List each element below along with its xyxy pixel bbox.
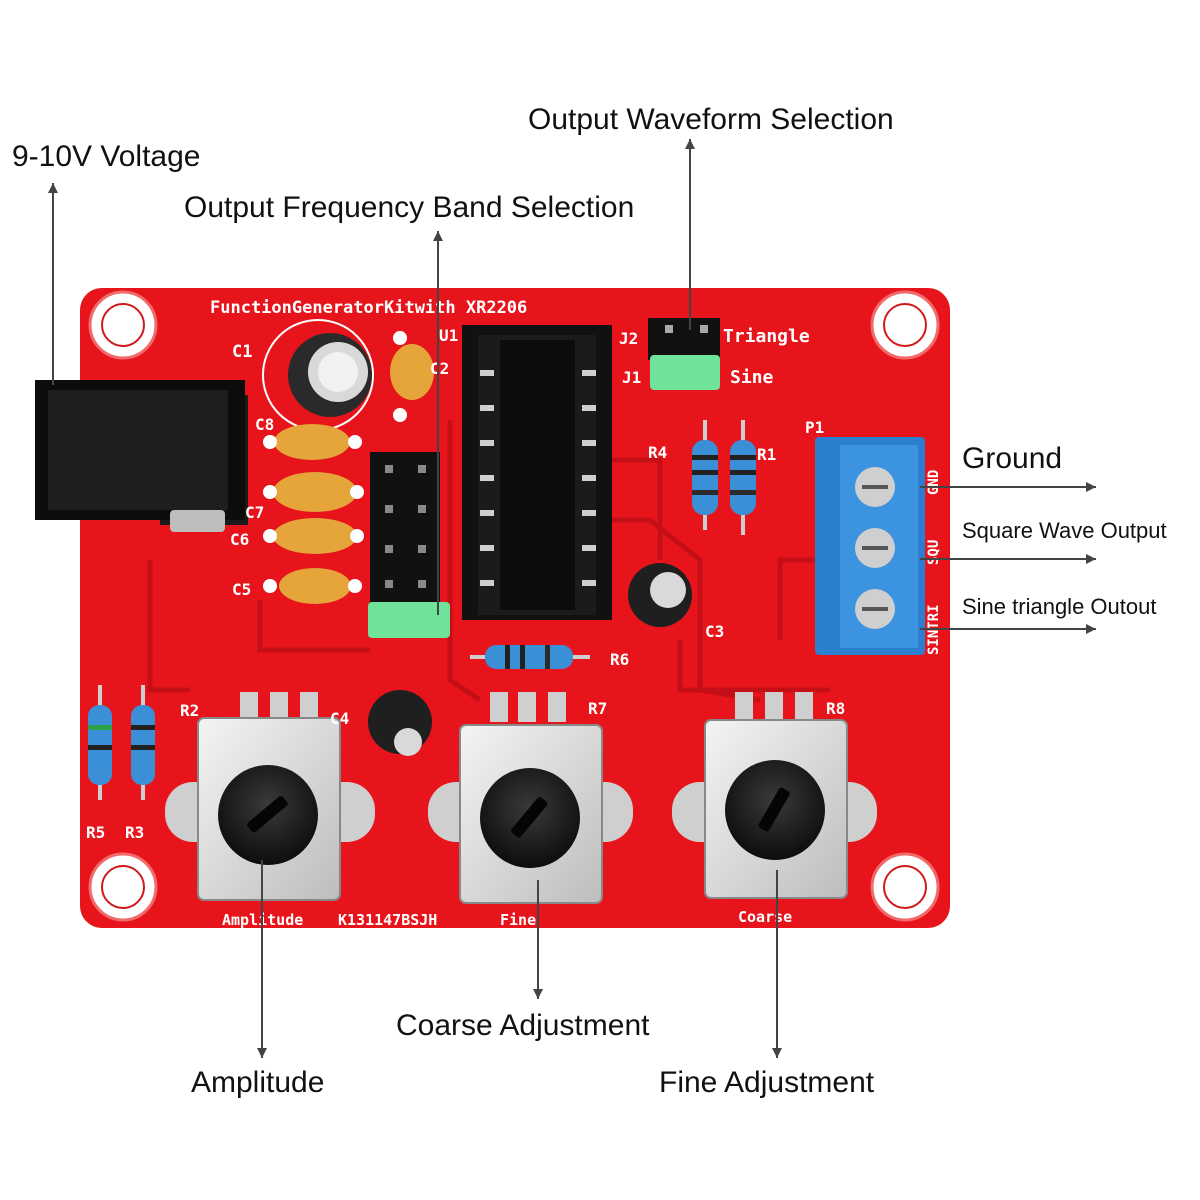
label-j2: J2	[619, 329, 638, 348]
resistors-r5-r3	[88, 685, 155, 800]
callout-band-selection: Output Frequency Band Selection	[184, 191, 634, 224]
label-r3: R3	[125, 823, 144, 842]
label-squ: SQU	[926, 540, 942, 565]
label-c6: C6	[230, 530, 249, 549]
label-c2: C2	[430, 359, 449, 378]
label-c4: C4	[330, 709, 349, 728]
label-c3: C3	[705, 622, 724, 641]
label-coarse: Coarse	[738, 908, 792, 926]
callout-arrows	[48, 139, 1096, 1058]
resistor-r6	[470, 645, 590, 669]
label-u1: U1	[439, 326, 458, 345]
callout-labels: 9-10V Voltage Output Frequency Band Sele…	[12, 103, 1167, 1099]
mounting-holes	[88, 290, 940, 922]
ceramic-capacitors	[263, 424, 364, 604]
capacitor-c1	[262, 319, 374, 431]
label-r8: R8	[826, 699, 845, 718]
label-c7: C7	[245, 503, 264, 522]
label-sine: Sine	[730, 367, 774, 388]
silkscreen: FunctionGeneratorKitwith XR2206 C1 C2 U1…	[86, 298, 942, 929]
terminal-block-p1	[815, 437, 925, 655]
dc-power-jack	[35, 380, 248, 532]
label-c1: C1	[232, 342, 252, 362]
label-r6: R6	[610, 650, 629, 669]
callout-coarse-adjustment: Coarse Adjustment	[396, 1009, 650, 1042]
capacitor-c2	[390, 344, 434, 400]
label-fine: Fine	[500, 911, 536, 929]
label-j1: J1	[622, 368, 641, 387]
label-triangle: Triangle	[723, 326, 810, 347]
label-r4: R4	[648, 443, 667, 462]
label-p1: P1	[805, 418, 824, 437]
label-r2: R2	[180, 701, 199, 720]
xr2206-ic	[462, 325, 612, 620]
board-title: FunctionGeneratorKitwith XR2206	[210, 298, 527, 318]
label-r7: R7	[588, 699, 607, 718]
label-part-number: K131147BSJH	[338, 911, 437, 929]
callout-fine-adjustment: Fine Adjustment	[659, 1066, 875, 1099]
waveform-jumper	[648, 318, 720, 390]
label-r1: R1	[757, 445, 776, 464]
callout-sine-triangle-output: Sine triangle Outout	[962, 594, 1156, 619]
callout-square-output: Square Wave Output	[962, 518, 1167, 543]
label-r5: R5	[86, 823, 105, 842]
potentiometer-r7	[428, 692, 633, 904]
label-c5: C5	[232, 580, 251, 599]
potentiometer-r2	[165, 692, 375, 901]
capacitor-c3	[628, 563, 692, 627]
callout-waveform-selection: Output Waveform Selection	[528, 103, 894, 136]
callout-amplitude: Amplitude	[191, 1066, 324, 1099]
label-gnd: GND	[926, 470, 942, 495]
callout-voltage: 9-10V Voltage	[12, 140, 200, 173]
capacitor-c4	[368, 690, 432, 756]
band-selection-header	[368, 452, 450, 638]
resistors-r4-r1	[692, 420, 756, 535]
callout-ground: Ground	[962, 442, 1062, 475]
potentiometer-r8	[672, 692, 877, 899]
label-c8: C8	[255, 415, 274, 434]
pcb-traces	[147, 420, 830, 703]
